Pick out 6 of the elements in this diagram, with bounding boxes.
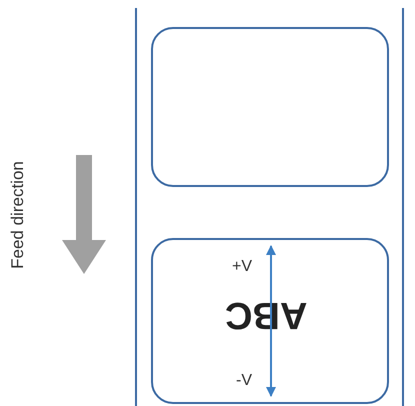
voltage-label: +V bbox=[232, 258, 252, 276]
voltage-label: -V bbox=[236, 372, 252, 390]
direction-label: Feed direction bbox=[8, 161, 28, 269]
upside-down-text: ABC bbox=[225, 296, 308, 334]
label-box bbox=[151, 27, 389, 187]
label-box bbox=[151, 238, 389, 404]
